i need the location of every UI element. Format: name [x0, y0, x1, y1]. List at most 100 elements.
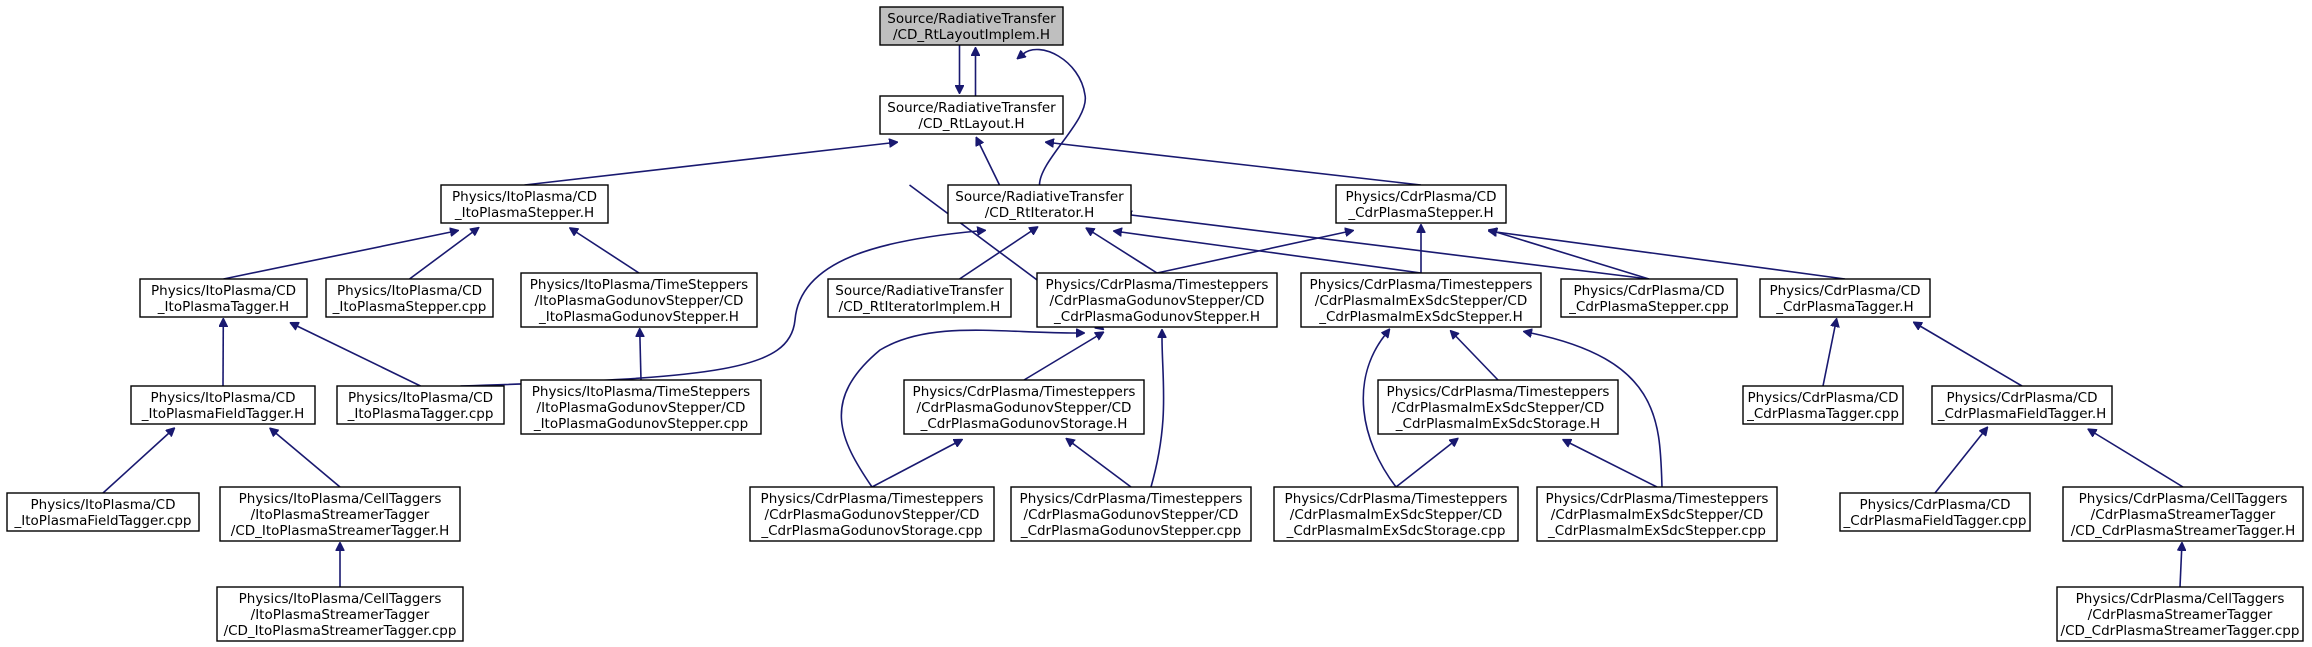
edge-itofieldtagger_h-to-itostreamer_h: [276, 433, 341, 488]
node-label-line: Physics/CdrPlasma/CD: [1573, 283, 1724, 299]
node-label-line: _CdrPlasmaFieldTagger.H: [1937, 406, 2107, 422]
edge-cdrimex_h-to-cdrimex_cpp: [1531, 333, 1663, 488]
node-label-line: Physics/CdrPlasma/CD: [1747, 390, 1898, 406]
graph-nodes: Source/RadiativeTransfer/CD_RtLayoutImpl…: [6, 6, 2304, 642]
node-label-line: Source/RadiativeTransfer: [887, 100, 1056, 116]
node-box: [1759, 278, 1931, 318]
node-itostepper_cpp[interactable]: Physics/ItoPlasma/CD_ItoPlasmaStepper.cp…: [325, 278, 494, 318]
node-label-line: Physics/ItoPlasma/CD: [151, 283, 296, 299]
node-label-line: /ItoPlasmaStreamerTagger: [251, 507, 430, 523]
edge-cdrimex_h-to-cdrimexstorage_h: [1456, 336, 1499, 381]
node-label-line: _CdrPlasmaGodunovStepper.H: [1053, 309, 1260, 325]
node-cdrstreamer_h[interactable]: Physics/CdrPlasma/CellTaggers/CdrPlasmaS…: [2062, 486, 2304, 542]
node-box: [2056, 586, 2304, 642]
node-itotagger_h[interactable]: Physics/ItoPlasma/CD_ItoPlasmaTagger.H: [139, 278, 308, 318]
edge-itotagger_h-to-itotagger_cpp: [297, 326, 421, 387]
edge-cdrgodunov_h-to-cdrgodunov_cpp: [1150, 337, 1164, 488]
edge-cdrgodunov_h-to-cdrgodunovstorage_cpp: [840, 330, 1077, 488]
node-cdrstepper_h[interactable]: Physics/CdrPlasma/CD_CdrPlasmaStepper.H: [1335, 184, 1507, 224]
node-cdrgodunovstorage_h[interactable]: Physics/CdrPlasma/Timesteppers/CdrPlasma…: [903, 379, 1145, 435]
edge-cdrimex_h-to-cdrimexstorage_cpp: [1362, 335, 1397, 488]
node-label-line: _ItoPlasmaFieldTagger.cpp: [14, 513, 192, 529]
node-label-line: /CD_RtIteratorImplem.H: [839, 299, 1001, 315]
node-label-line: _CdrPlasmaFieldTagger.cpp: [1843, 513, 2027, 529]
edge-itostepper_h-to-itogodunov_h: [576, 232, 640, 274]
node-label-line: /CD_ItoPlasmaStreamerTagger.H: [231, 523, 449, 539]
edge-cdrstepper_h-to-cdrgodunov_h: [1156, 232, 1346, 274]
node-box: [219, 486, 461, 542]
node-itogodunov_cpp[interactable]: Physics/ItoPlasma/TimeSteppers/ItoPlasma…: [520, 379, 762, 435]
node-box: [903, 379, 1145, 435]
node-cdrfieldtagger_h[interactable]: Physics/CdrPlasma/CD_CdrPlasmaFieldTagge…: [1931, 385, 2113, 425]
node-cdrtagger_cpp[interactable]: Physics/CdrPlasma/CD_CdrPlasmaTagger.cpp: [1742, 385, 1904, 425]
node-label-line: _ItoPlasmaGodunovStepper.H: [538, 309, 739, 325]
node-rtlayoutimplem[interactable]: Source/RadiativeTransfer/CD_RtLayoutImpl…: [879, 6, 1064, 46]
node-rtlayout[interactable]: Source/RadiativeTransfer/CD_RtLayout.H: [879, 95, 1064, 135]
node-label-line: Physics/ItoPlasma/TimeSteppers: [532, 384, 750, 400]
node-rtiterator[interactable]: Source/RadiativeTransfer/CD_RtIterator.H: [947, 184, 1132, 224]
node-label-line: _CdrPlasmaTagger.cpp: [1746, 406, 1899, 422]
edge-rtlayoutimplem-to-rtiterator: [1023, 48, 1086, 186]
node-label-line: Physics/ItoPlasma/CD: [151, 390, 296, 406]
node-label-line: _CdrPlasmaStepper.H: [1347, 205, 1493, 221]
edge-cdrimexstorage_h-to-cdrimexstorage_cpp: [1395, 443, 1452, 488]
node-cdrgodunovstorage_cpp[interactable]: Physics/CdrPlasma/Timesteppers/CdrPlasma…: [749, 486, 995, 542]
node-label-line: Physics/ItoPlasma/TimeSteppers: [530, 277, 748, 293]
node-itostreamer_cpp[interactable]: Physics/ItoPlasma/CellTaggers/ItoPlasmaS…: [216, 586, 464, 642]
node-label-line: /CdrPlasmaImExSdcStepper/CD: [1290, 507, 1502, 523]
node-cdrgodunov_cpp[interactable]: Physics/CdrPlasma/Timesteppers/CdrPlasma…: [1010, 486, 1252, 542]
node-label-line: Physics/CdrPlasma/CD: [1345, 189, 1496, 205]
edge-rtlayout-to-cdrstepper_h: [1053, 143, 1422, 186]
node-label-line: _CdrPlasmaGodunovStorage.H: [920, 416, 1128, 432]
node-label-line: Physics/CdrPlasma/Timesteppers: [761, 491, 984, 507]
node-itostreamer_h[interactable]: Physics/ItoPlasma/CellTaggers/ItoPlasmaS…: [219, 486, 461, 542]
node-box: [1335, 184, 1507, 224]
node-box: [440, 184, 609, 224]
edge-cdrfieldtagger_h-to-cdrfieldtagger_cpp: [1934, 433, 1983, 494]
node-cdrstreamer_cpp[interactable]: Physics/CdrPlasma/CellTaggers/CdrPlasmaS…: [2056, 586, 2304, 642]
node-label-line: /CdrPlasmaGodunovStepper/CD: [1050, 293, 1265, 309]
node-box: [879, 95, 1064, 135]
node-itofieldtagger_h[interactable]: Physics/ItoPlasma/CD_ItoPlasmaFieldTagge…: [130, 385, 316, 425]
node-cdrtagger_h[interactable]: Physics/CdrPlasma/CD_CdrPlasmaTagger.H: [1759, 278, 1931, 318]
edge-rtiterator-to-rtiteratorimplem: [959, 231, 1032, 280]
node-cdrstepper_cpp[interactable]: Physics/CdrPlasma/CD_CdrPlasmaStepper.cp…: [1560, 278, 1738, 318]
node-itofieldtagger_cpp[interactable]: Physics/ItoPlasma/CD_ItoPlasmaFieldTagge…: [6, 492, 200, 532]
node-box: [216, 586, 464, 642]
node-box: [1010, 486, 1252, 542]
node-label-line: _CdrPlasmaImExSdcStorage.cpp: [1286, 523, 1506, 539]
node-itogodunov_h[interactable]: Physics/ItoPlasma/TimeSteppers/ItoPlasma…: [520, 272, 758, 328]
node-label-line: _ItoPlasmaTagger.H: [157, 299, 289, 315]
node-label-line: _CdrPlasmaGodunovStepper.cpp: [1020, 523, 1241, 539]
node-label-line: Physics/CdrPlasma/Timesteppers: [913, 384, 1136, 400]
node-label-line: /ItoPlasmaGodunovStepper/CD: [535, 293, 744, 309]
edge-itogodunov_h-to-itogodunov_cpp: [640, 336, 641, 381]
node-label-line: Physics/CdrPlasma/Timesteppers: [1285, 491, 1508, 507]
node-label-line: _ItoPlasmaStepper.H: [454, 205, 594, 221]
node-label-line: _ItoPlasmaFieldTagger.H: [141, 406, 305, 422]
node-label-line: Physics/CdrPlasma/CD: [1859, 497, 2010, 513]
node-cdrfieldtagger_cpp[interactable]: Physics/CdrPlasma/CD_CdrPlasmaFieldTagge…: [1839, 492, 2031, 532]
node-cdrgodunov_h[interactable]: Physics/CdrPlasma/Timesteppers/CdrPlasma…: [1036, 272, 1278, 328]
node-box: [325, 278, 494, 318]
node-label-line: Physics/ItoPlasma/CellTaggers: [239, 591, 442, 607]
node-itostepper_h[interactable]: Physics/ItoPlasma/CD_ItoPlasmaStepper.H: [440, 184, 609, 224]
node-box: [749, 486, 995, 542]
node-cdrimexstorage_cpp[interactable]: Physics/CdrPlasma/Timesteppers/CdrPlasma…: [1273, 486, 1519, 542]
node-cdrimex_cpp[interactable]: Physics/CdrPlasma/Timesteppers/CdrPlasma…: [1536, 486, 1778, 542]
node-itotagger_cpp[interactable]: Physics/ItoPlasma/CD_ItoPlasmaTagger.cpp: [336, 385, 505, 425]
node-rtiteratorimplem[interactable]: Source/RadiativeTransfer/CD_RtIteratorIm…: [827, 278, 1012, 318]
node-label-line: /ItoPlasmaGodunovStepper/CD: [537, 400, 746, 416]
node-box: [139, 278, 308, 318]
node-label-line: Physics/CdrPlasma/Timesteppers: [1020, 491, 1243, 507]
node-label-line: Physics/CdrPlasma/CD: [1769, 283, 1920, 299]
node-label-line: /CD_CdrPlasmaStreamerTagger.cpp: [2061, 623, 2300, 639]
node-label-line: /CdrPlasmaImExSdcStepper/CD: [1392, 400, 1604, 416]
node-box: [1300, 272, 1542, 328]
node-box: [1536, 486, 1778, 542]
node-cdrimexstorage_h[interactable]: Physics/CdrPlasma/Timesteppers/CdrPlasma…: [1377, 379, 1619, 435]
node-label-line: Source/RadiativeTransfer: [955, 189, 1124, 205]
node-cdrimex_h[interactable]: Physics/CdrPlasma/Timesteppers/CdrPlasma…: [1300, 272, 1542, 328]
graph-edges: [102, 45, 2183, 588]
